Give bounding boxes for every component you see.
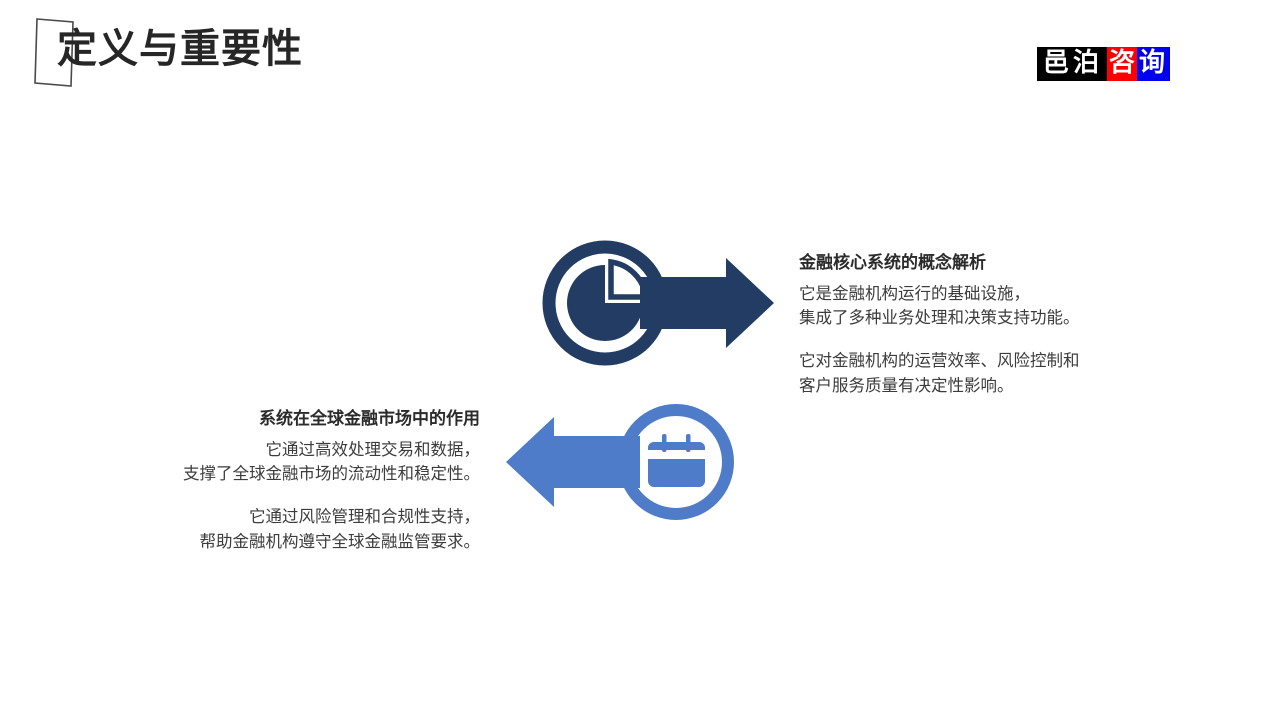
calendar-icon [618, 404, 734, 520]
text-block-bottom-left: 系统在全球金融市场中的作用 它通过高效处理交易和数据， 支撑了全球金融市场的流动… [120, 408, 480, 554]
paragraph-role-1: 它通过高效处理交易和数据， 支撑了全球金融市场的流动性和稳定性。 [183, 440, 480, 484]
heading-concept: 金融核心系统的概念解析 [799, 253, 986, 272]
slide-header: 定义与重要性 邑泊 咨 询 [0, 0, 1280, 110]
page-title: 定义与重要性 [57, 27, 303, 71]
paragraph-concept-2: 它对金融机构的运营效率、风险控制和 客户服务质量有决定性影响。 [799, 352, 1080, 395]
arrow-right-icon [640, 258, 774, 348]
arrow-left-icon [506, 417, 640, 507]
paragraph-role-2: 它通过风险管理和合规性支持， 帮助金融机构遵守全球金融监管要求。 [199, 508, 481, 551]
logo-segment-blue: 询 [1136, 47, 1170, 81]
brand-logo: 邑泊 咨 询 [1036, 47, 1170, 81]
pie-chart-icon [542, 240, 668, 366]
logo-segment-dark: 邑泊 [1036, 47, 1107, 81]
heading-role: 系统在全球金融市场中的作用 [259, 409, 480, 428]
paragraph-concept-1: 它是金融机构运行的基础设施， 集成了多种业务处理和决策支持功能。 [799, 284, 1080, 328]
text-block-top-right: 金融核心系统的概念解析 它是金融机构运行的基础设施， 集成了多种业务处理和决策支… [799, 252, 1159, 398]
logo-segment-red: 咨 [1106, 47, 1137, 81]
open-bracket-icon [33, 16, 75, 90]
